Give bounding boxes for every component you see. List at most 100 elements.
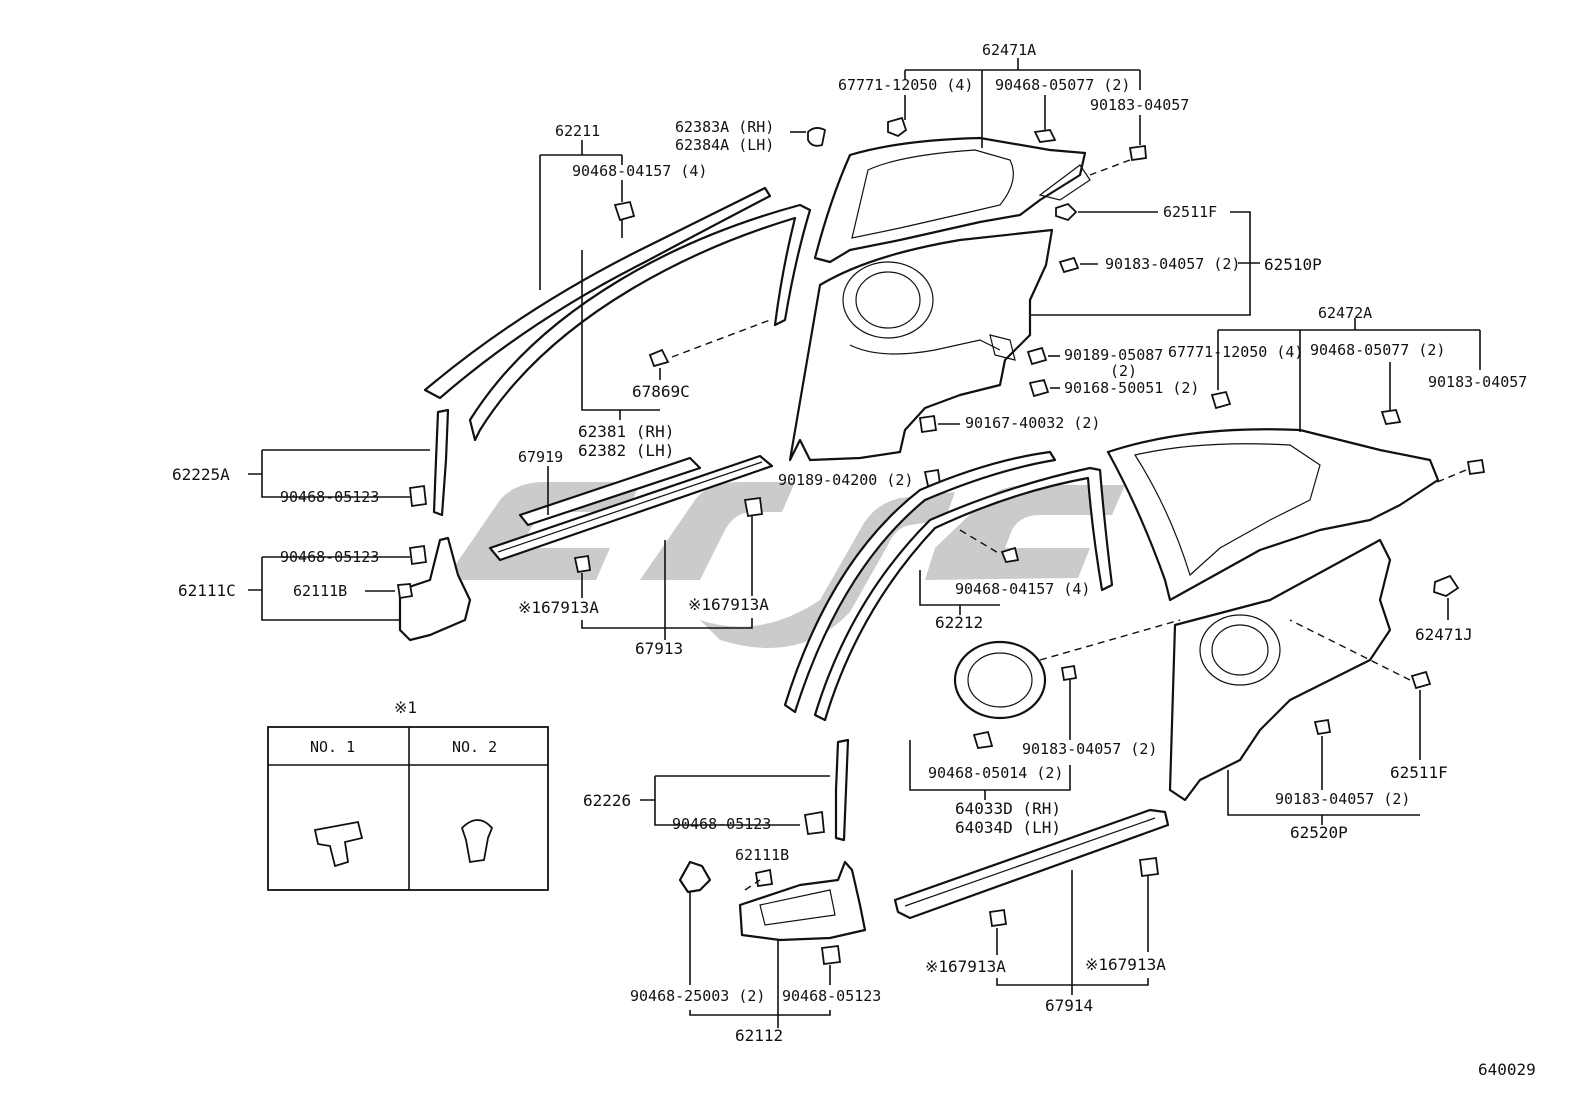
clip-icon-90468-05123-d — [820, 944, 842, 966]
cowl-side-trim-62112 — [738, 860, 867, 942]
label-62471J: 62471J — [1415, 625, 1473, 644]
scuff-plate-67913 — [488, 454, 774, 562]
label-62225A: 62225A — [172, 465, 230, 484]
clip-icon-67913A-1 — [573, 554, 592, 574]
dash-90183-a — [1089, 159, 1131, 176]
label-90183-04057-b: 90183-04057 — [1428, 373, 1527, 391]
label-62111B-b: 62111B — [735, 846, 789, 864]
bracket-67913 — [581, 516, 753, 640]
quarter-trim-lower-part — [788, 228, 1054, 462]
label-90468-04157-b: 90468-04157 (4) — [955, 580, 1090, 598]
quarter-trim-upper-part — [813, 136, 1091, 264]
dash-67869C — [671, 319, 771, 358]
bracket-62211 — [539, 140, 623, 290]
bracket-67914 — [996, 870, 1149, 995]
clip-icon-90468-04157-b — [1000, 546, 1020, 564]
label-62382: 62382 (LH) — [578, 441, 674, 460]
label-62383A: 62383A (RH) — [675, 118, 774, 136]
label-67914: 67914 — [1045, 996, 1093, 1015]
clip-icon-62511F-b — [1410, 670, 1432, 690]
pillar-garnish-62211 — [423, 186, 812, 442]
cowl-side-trim-62111C — [398, 536, 472, 642]
label-64033D: 64033D (RH) — [955, 799, 1061, 818]
label-62511F-b: 62511F — [1390, 763, 1448, 782]
clip-icon-62471J — [1433, 574, 1460, 597]
pillar-garnish-62212 — [783, 450, 1114, 722]
clip-icon-90468-04157-a — [613, 200, 636, 222]
label-90183-04057-2-a: 90183-04057 (2) — [1105, 255, 1240, 273]
bracket-62510P — [1030, 211, 1260, 316]
label-90468-05014: 90468-05014 (2) — [928, 764, 1063, 782]
speaker-cover-64033D — [953, 640, 1047, 720]
pillar-trim-62225A — [432, 408, 450, 517]
label-90183-04057-a: 90183-04057 — [1090, 96, 1189, 114]
screw-icon-90167-40032 — [918, 414, 938, 434]
label-90468-05123-c: 90468-05123 — [672, 815, 771, 833]
clip-icon-90468-05123-a — [409, 484, 427, 508]
label-62211: 62211 — [555, 122, 600, 140]
label-90468-05077-a: 90468-05077 (2) — [995, 76, 1130, 94]
bracket-62225A — [248, 449, 430, 498]
label-67869C: 67869C — [632, 382, 690, 401]
label-62381: 62381 (RH) — [578, 422, 674, 441]
note-table — [267, 726, 549, 891]
bracket-62111C — [248, 556, 410, 621]
dash-90183-b — [1429, 469, 1467, 486]
bracket-62112 — [689, 892, 831, 1028]
bracket-62226 — [640, 775, 830, 826]
label-90189-05087: 90189-05087 — [1064, 346, 1163, 364]
bracket-62212 — [919, 570, 1000, 615]
dash-62511F-b — [1289, 619, 1411, 681]
label-67913: 67913 — [635, 639, 683, 658]
label-90468-25003: 90468-25003 (2) — [630, 987, 765, 1005]
label-67913A-3: ※167913A — [925, 957, 1006, 976]
label-62520P: 62520P — [1290, 823, 1348, 842]
label-90183-04057-2-b: 90183-04057 (2) — [1022, 740, 1157, 758]
label-67771-12050-a: 67771-12050 (4) — [838, 76, 973, 94]
label-90468-05077-b: 90468-05077 (2) — [1310, 341, 1445, 359]
label-62112: 62112 — [735, 1026, 783, 1045]
label-67919: 67919 — [518, 448, 563, 466]
label-90167-40032: 90167-40032 (2) — [965, 414, 1100, 432]
scuff-plate-67914 — [893, 808, 1170, 920]
clip-no1-icon — [313, 820, 364, 868]
clip-icon-90183-04057-2-c — [1313, 718, 1332, 736]
label-90183-04057-2-c: 90183-04057 (2) — [1275, 790, 1410, 808]
label-90468-05123-a: 90468-05123 — [280, 488, 379, 506]
label-62384A: 62384A (LH) — [675, 136, 774, 154]
label-90189-04200: 90189-04200 (2) — [778, 471, 913, 489]
clip-icon-62111B-b — [754, 868, 774, 888]
label-90189-05087-qty: (2) — [1110, 362, 1137, 380]
screw-icon-90168-50051 — [1028, 378, 1050, 398]
label-90468-05123-d: 90468-05123 — [782, 987, 881, 1005]
dash-90468-04157-b — [959, 529, 1001, 555]
clip-icon-67869C — [648, 348, 670, 368]
label-67913A-4: ※167913A — [1085, 955, 1166, 974]
clip-icon-90183-04057-2-b — [1060, 664, 1078, 682]
clip-icon-upper-group — [807, 116, 1147, 162]
label-67913A-2: ※167913A — [688, 595, 769, 614]
note-table-col2: NO. 2 — [452, 738, 497, 756]
label-62511F-a: 62511F — [1163, 203, 1217, 221]
clip-icon-90468-05123-b — [408, 544, 428, 566]
clip-icon-90183-a — [1058, 256, 1080, 274]
pillar-trim-62226 — [834, 738, 850, 842]
bracket-62381 — [581, 250, 660, 420]
label-90468-05123-b: 90468-05123 — [280, 548, 379, 566]
bracket-64033D — [909, 740, 1071, 800]
clip-icon-90468-05077-b — [1380, 409, 1402, 425]
clip-icon-90468-25003 — [678, 860, 712, 894]
label-90468-04157-a: 90468-04157 (4) — [572, 162, 707, 180]
label-67771-12050-b: 67771-12050 (4) — [1168, 343, 1303, 361]
callout-62471A — [904, 58, 1141, 148]
diagram-id: 640029 — [1478, 1060, 1536, 1079]
clip-icon-90183-04057-b — [1466, 458, 1486, 476]
dash-62111B-b — [744, 879, 761, 891]
label-62212: 62212 — [935, 613, 983, 632]
clip-icon-67913A-4 — [1138, 856, 1160, 878]
label-62510P: 62510P — [1264, 255, 1322, 274]
clip-icon-90468-05014 — [972, 730, 994, 749]
label-67913A-1: ※167913A — [518, 598, 599, 617]
bracket-62520P — [1227, 736, 1420, 825]
